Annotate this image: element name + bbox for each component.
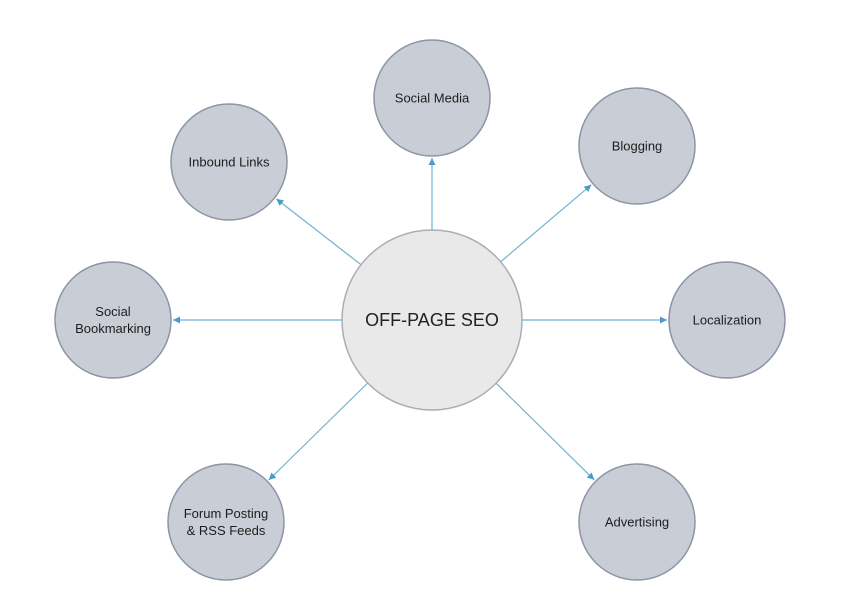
node-label-social-media: Social Media bbox=[395, 91, 470, 106]
node-blogging: Blogging bbox=[578, 87, 696, 205]
center-node: OFF-PAGE SEO bbox=[341, 229, 523, 411]
connector-advertising bbox=[495, 382, 595, 481]
node-label-social-bookmarking: Social bbox=[95, 304, 131, 319]
node-advertising: Advertising bbox=[578, 463, 696, 581]
node-social-media: Social Media bbox=[373, 39, 491, 157]
center-label: OFF-PAGE SEO bbox=[365, 310, 499, 330]
node-circle-advertising bbox=[578, 463, 696, 581]
arrowhead-social-media bbox=[428, 158, 436, 165]
node-label-blogging: Blogging bbox=[612, 139, 663, 154]
connector-inbound-links bbox=[275, 198, 362, 266]
node-localization: Localization bbox=[668, 261, 786, 379]
center-circle bbox=[341, 229, 523, 411]
arrowhead-forum-posting-rss-feeds bbox=[268, 472, 277, 480]
node-label-forum-posting-rss-feeds: Forum Posting bbox=[184, 506, 269, 521]
arrowhead-social-bookmarking bbox=[173, 316, 180, 324]
arrowhead-advertising bbox=[586, 472, 595, 480]
node-circle-social-media bbox=[373, 39, 491, 157]
node-circle-social-bookmarking bbox=[54, 261, 172, 379]
arrowhead-inbound-links bbox=[276, 198, 284, 206]
arrowhead-localization bbox=[660, 316, 667, 324]
node-circle-forum-posting-rss-feeds bbox=[167, 463, 285, 581]
node-label-forum-posting-rss-feeds: & RSS Feeds bbox=[187, 523, 266, 538]
node-circle-localization bbox=[668, 261, 786, 379]
node-label-social-bookmarking: Bookmarking bbox=[75, 321, 151, 336]
node-inbound-links: Inbound Links bbox=[170, 103, 288, 221]
node-label-inbound-links: Inbound Links bbox=[189, 155, 270, 170]
connectors bbox=[173, 158, 667, 481]
node-circle-inbound-links bbox=[170, 103, 288, 221]
node-forum-posting-rss-feeds: Forum Posting & RSS Feeds bbox=[167, 463, 285, 581]
satellite-nodes: Social MediaBloggingLocalizationAdvertis… bbox=[54, 39, 786, 581]
arrowhead-blogging bbox=[583, 184, 592, 192]
node-circle-blogging bbox=[578, 87, 696, 205]
connector-forum-posting-rss-feeds bbox=[268, 382, 369, 481]
connector-blogging bbox=[500, 184, 592, 263]
node-label-advertising: Advertising bbox=[605, 515, 669, 530]
node-label-localization: Localization bbox=[693, 313, 762, 328]
